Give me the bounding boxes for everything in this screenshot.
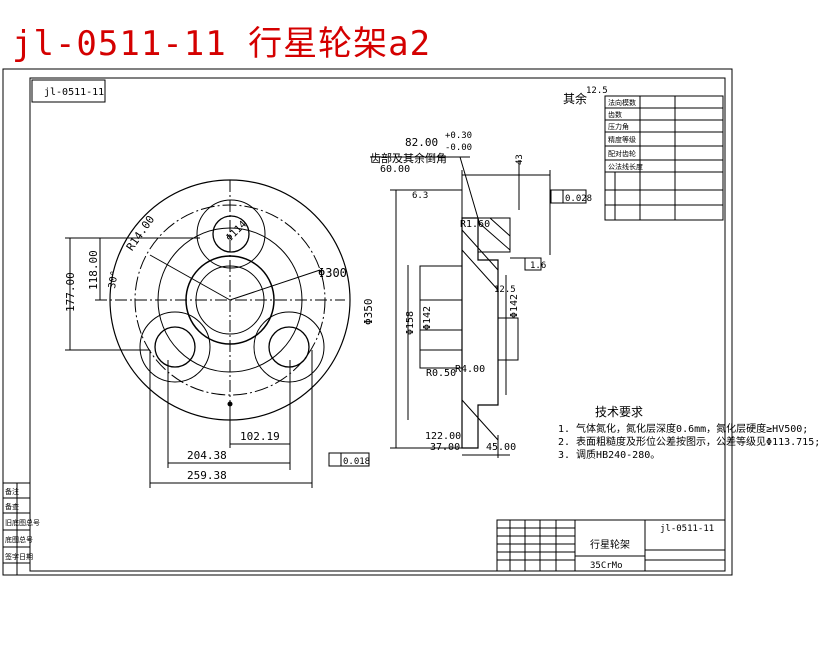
section-dim-82-plus: +0.30 xyxy=(445,131,472,141)
front-dim-102: 102.19 xyxy=(240,430,280,443)
section-dim-r1: R1.60 xyxy=(460,219,490,230)
roughness-value: 12.5 xyxy=(586,86,608,96)
table-label: 配对齿轮 xyxy=(608,149,636,158)
section-dim-12-5: 12.5 xyxy=(494,285,516,295)
front-dim-angle: 30° xyxy=(107,270,121,290)
section-tolerance-value: 0.028 xyxy=(565,194,592,204)
section-dim-122: 122.00 xyxy=(425,431,461,442)
section-dim-phi350: Φ350 xyxy=(362,299,375,326)
tech-req-item: 3. 调质HB240-280。 xyxy=(558,449,660,461)
section-dim-6-3: 6.3 xyxy=(412,191,428,201)
section-dim-60: 60.00 xyxy=(380,164,410,175)
section-dim-r4: R4.00 xyxy=(455,364,485,375)
table-label: 精度等级 xyxy=(608,135,636,144)
title-block-part-name: 行星轮架 xyxy=(590,538,630,551)
left-strip-label: 备查 xyxy=(5,502,19,511)
section-dim-37: 37.00 xyxy=(430,442,460,453)
title-block-code: jl-0511-11 xyxy=(660,524,714,534)
front-tolerance-value: 0.018 xyxy=(343,457,370,467)
title-block xyxy=(496,519,726,572)
title-block-material: 35CrMo xyxy=(590,561,623,571)
section-dim-phi158: Φ158 xyxy=(405,311,416,335)
section-note-chamfer: 齿部及其余倒角 xyxy=(370,151,447,165)
section-dim-45: 45.00 xyxy=(486,442,516,453)
roughness-note: 其余 xyxy=(563,91,587,106)
front-dim-phi-outer: Φ300 xyxy=(318,266,347,280)
front-dim-118: 118.00 xyxy=(87,250,100,290)
section-view xyxy=(370,156,587,458)
section-dim-phi142-left: Φ142 xyxy=(422,306,433,330)
tech-req-heading: 技术要求 xyxy=(595,405,643,419)
parameter-table xyxy=(604,95,724,221)
section-dim-phi142-right: Φ142 xyxy=(509,294,520,318)
tech-req-item: 1. 气体氮化，氮化层深度0.6mm，氮化层硬度≥HV500; xyxy=(558,422,808,435)
section-dim-1-6: 1.6 xyxy=(530,261,546,271)
left-strip-label: 备注 xyxy=(5,487,19,496)
section-dim-82: 82.00 xyxy=(405,136,438,149)
document-title: jl-0511-11 行星轮架a2 xyxy=(12,24,432,64)
front-dim-177: 177.00 xyxy=(64,272,77,312)
section-dim-43: 43 xyxy=(515,154,525,165)
left-strip-label: 旧底图总号 xyxy=(5,518,40,527)
table-label: 齿数 xyxy=(608,110,622,119)
code-box xyxy=(31,79,106,103)
section-dim-82-minus: -0.00 xyxy=(445,143,472,153)
code-box-text: jl-0511-11 xyxy=(44,87,104,98)
left-strip-label: 签字日期 xyxy=(5,552,33,561)
inner-border xyxy=(29,77,726,572)
section-dim-r0-5: R0.50 xyxy=(426,368,456,379)
table-label: 公法线长度 xyxy=(608,162,643,171)
table-label: 压力角 xyxy=(608,122,629,131)
front-tolerance-frame xyxy=(328,452,370,467)
front-view xyxy=(65,179,370,488)
left-strip-label: 底图总号 xyxy=(5,535,33,544)
table-label: 法向模数 xyxy=(608,98,636,107)
tech-req-item: 2. 表面粗糙度及形位公差按图示，公差等级见Φ113.715; xyxy=(558,435,820,448)
outer-border xyxy=(2,68,733,576)
front-dim-259: 259.38 xyxy=(187,469,227,482)
front-dim-204: 204.38 xyxy=(187,449,227,462)
section-tolerance-frame xyxy=(550,189,587,204)
